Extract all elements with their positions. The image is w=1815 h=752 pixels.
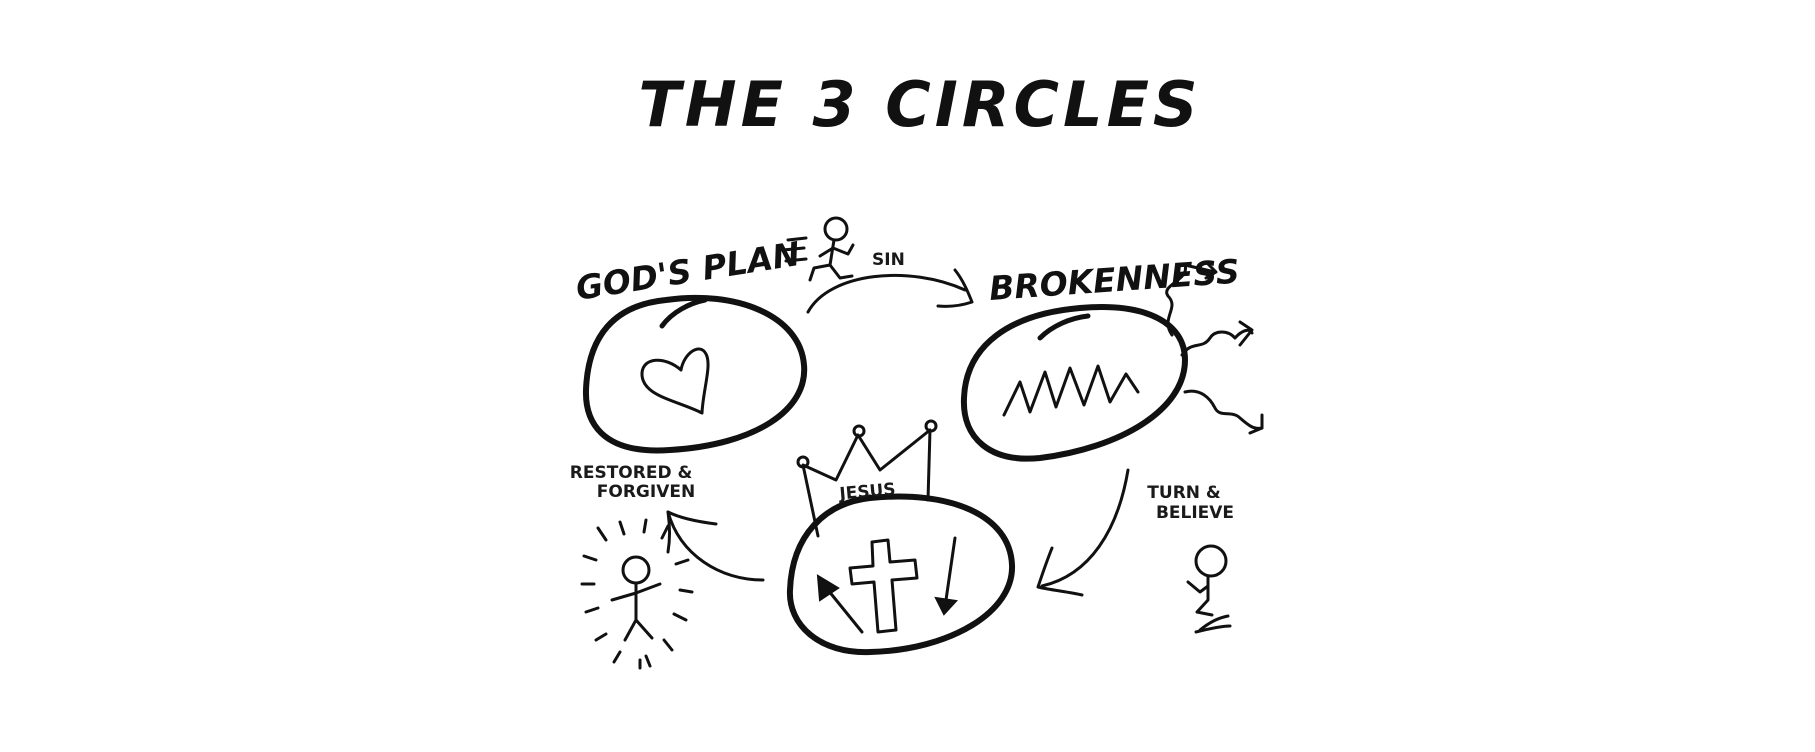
sin-label: SIN	[872, 250, 905, 270]
jesus-circle-overstroke	[813, 494, 873, 527]
down-arrow-head	[934, 596, 959, 616]
crown-icon	[796, 419, 938, 538]
gods-plan-circle	[582, 294, 808, 454]
restored-arrow-head	[666, 510, 718, 554]
jesus-label: JESUS	[838, 480, 897, 505]
jesus-circle	[786, 493, 1016, 656]
restored-forgiven-label: RESTORED & FORGIVEN	[570, 463, 698, 502]
brokenness-label: BROKENNESS	[988, 252, 1241, 308]
running-person-icon	[781, 216, 855, 282]
page-title: THE 3 CIRCLES	[638, 68, 1201, 141]
turn-believe-arrow	[1040, 468, 1130, 588]
wiggly-arrow-top	[1165, 263, 1217, 337]
jesus-group: JESUS	[786, 419, 1016, 656]
up-arrow	[826, 588, 864, 634]
turn-believe-label: TURN & BELIEVE	[1147, 483, 1234, 523]
radiance-rays	[580, 518, 694, 670]
sin-arrow	[806, 274, 967, 314]
kneeling-person-icon	[1186, 544, 1232, 634]
turn-label-line2: BELIEVE	[1156, 503, 1234, 523]
wiggly-arrow-middle	[1180, 328, 1254, 357]
up-arrow-head	[816, 574, 840, 602]
turn-believe-transition: TURN & BELIEVE	[1036, 468, 1234, 634]
wiggly-arrow-bottom-head	[1248, 413, 1264, 435]
gods-plan-circle-overstroke	[659, 297, 708, 329]
brokenness-circle-overstroke	[1037, 313, 1091, 341]
turn-believe-arrow-head	[1036, 546, 1084, 597]
gods-plan-group: GOD'S PLAN	[573, 234, 808, 454]
wiggly-arrow-middle-head	[1238, 320, 1254, 347]
restored-arrow	[666, 510, 765, 582]
wiggly-arrow-bottom	[1183, 389, 1264, 430]
radiant-person-icon	[580, 518, 694, 670]
heart-icon	[640, 347, 710, 415]
sin-transition: SIN	[781, 216, 974, 314]
brokenness-circle	[960, 304, 1188, 462]
wiggly-arrow-top-head	[1204, 260, 1218, 280]
restored-forgiven-transition: RESTORED & FORGIVEN	[570, 463, 765, 670]
cross-icon	[848, 538, 919, 634]
zigzag-icon	[1002, 364, 1140, 417]
restored-label-line1: RESTORED &	[570, 463, 693, 483]
brokenness-group: BROKENNESS	[960, 252, 1264, 462]
turn-label-line1: TURN &	[1147, 483, 1221, 503]
restored-label-line2: FORGIVEN	[597, 482, 695, 502]
down-arrow	[944, 536, 957, 602]
sin-arrow-head	[936, 268, 974, 308]
